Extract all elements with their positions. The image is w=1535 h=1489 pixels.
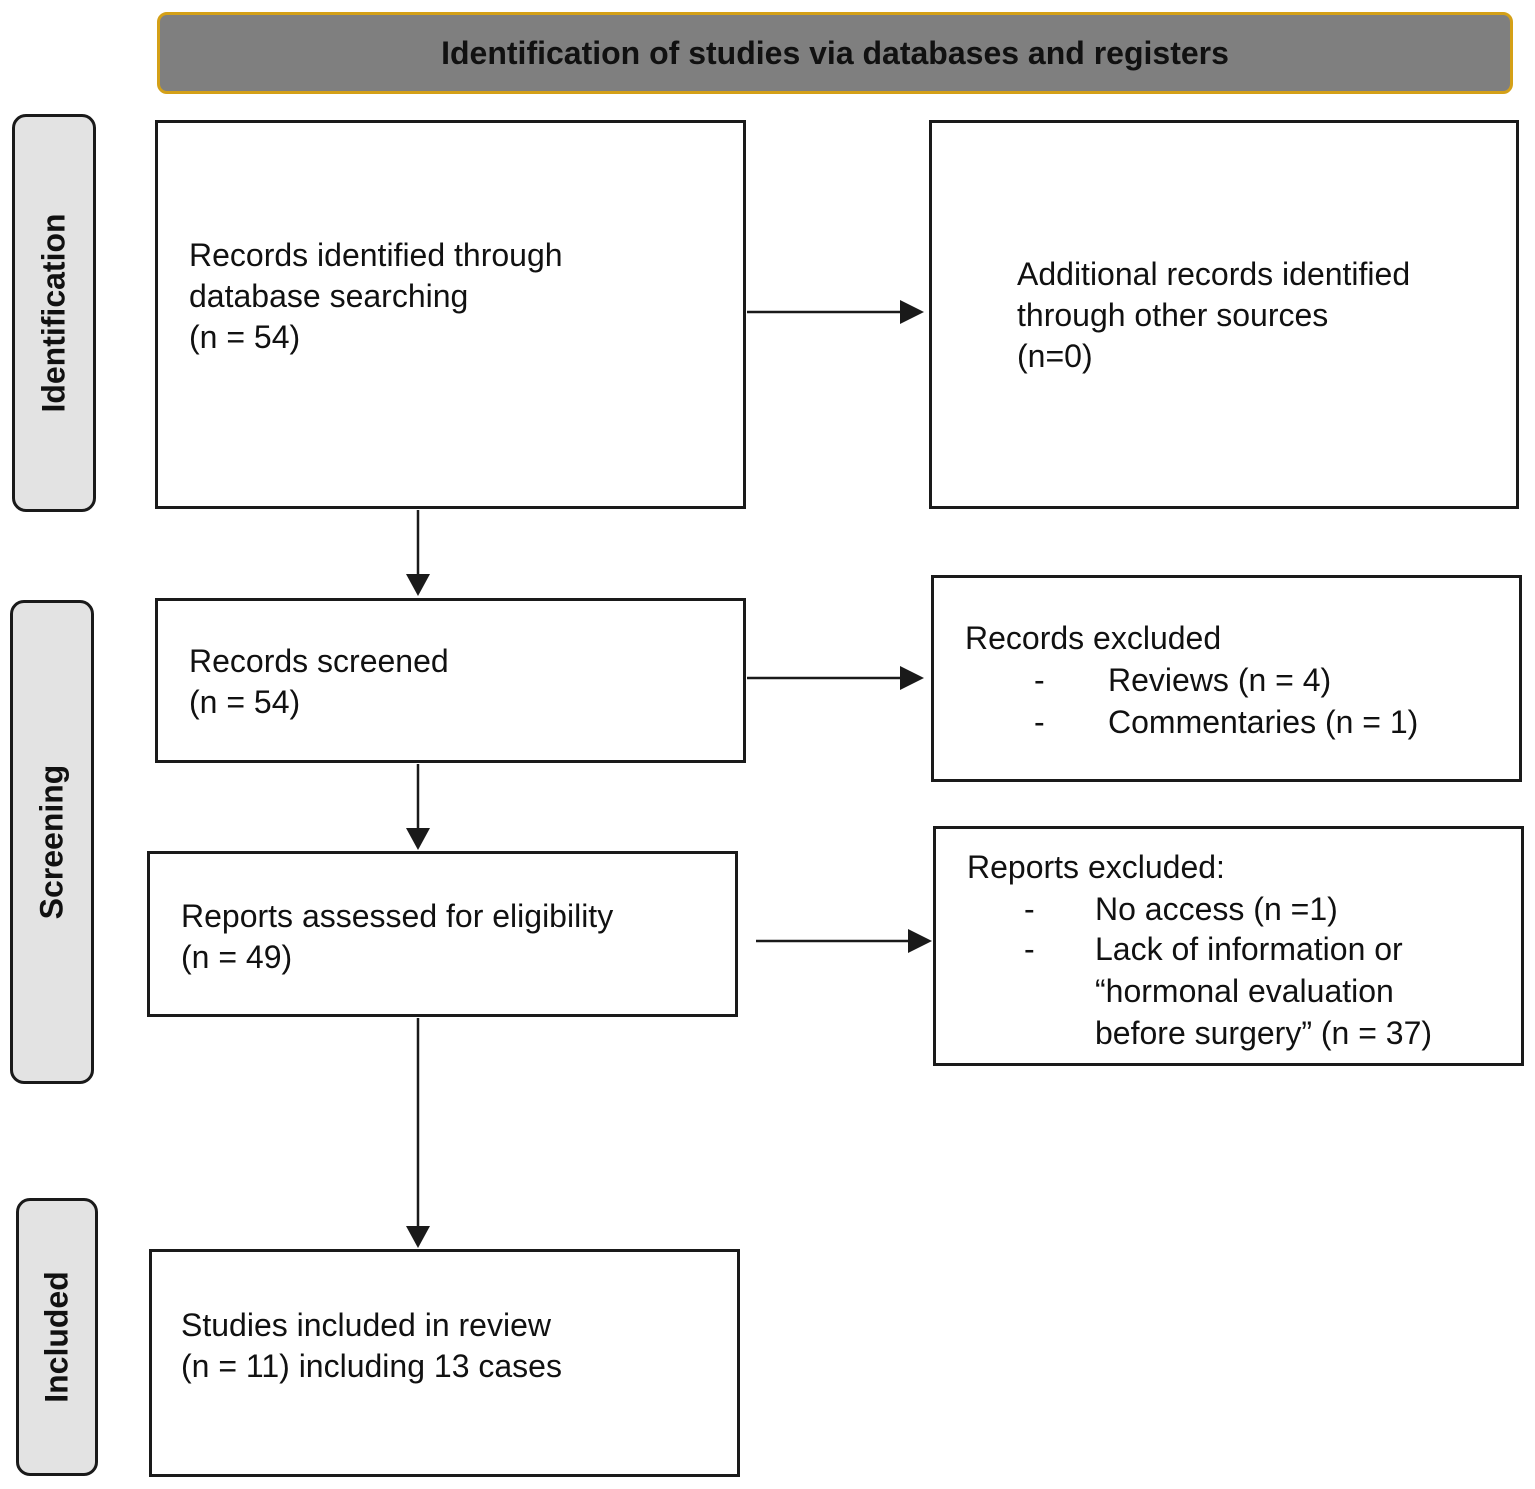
other-sources-line-2: through other sources bbox=[1017, 297, 1329, 333]
records-excluded-bullet-1: - bbox=[1034, 662, 1045, 698]
assessed-line-1: Reports assessed for eligibility bbox=[181, 898, 614, 934]
records-excluded-title: Records excluded bbox=[965, 620, 1222, 656]
reports-excluded-title: Reports excluded: bbox=[967, 849, 1225, 885]
records-excluded-bullet-2: - bbox=[1034, 704, 1045, 740]
reports-excluded-item-lack-line-3: before surgery” (n = 37) bbox=[1095, 1015, 1433, 1051]
box-records-excluded: Records excluded - Reviews (n = 4) - Com… bbox=[931, 575, 1522, 782]
reports-excluded-item-lack-line-1: Lack of information or bbox=[1095, 931, 1403, 967]
box-records-screened: Records screened (n = 54) bbox=[155, 598, 746, 763]
screened-line-1: Records screened bbox=[189, 643, 449, 679]
header-banner: Identification of studies via databases … bbox=[157, 12, 1513, 94]
db-records-line-2: database searching bbox=[189, 278, 469, 314]
records-excluded-item-reviews: Reviews (n = 4) bbox=[1108, 662, 1332, 698]
box-studies-included: Studies included in review (n = 11) incl… bbox=[149, 1249, 740, 1477]
db-records-count: (n = 54) bbox=[189, 319, 301, 355]
header-title: Identification of studies via databases … bbox=[441, 34, 1229, 71]
box-reports-excluded: Reports excluded: - No access (n =1) - L… bbox=[933, 826, 1524, 1066]
included-line-2: (n = 11) including 13 cases bbox=[181, 1348, 562, 1384]
phase-screening: Screening bbox=[10, 600, 94, 1084]
phase-identification: Identification bbox=[12, 114, 96, 512]
assessed-count: (n = 49) bbox=[181, 939, 293, 975]
reports-excluded-item-no-access: No access (n =1) bbox=[1095, 891, 1338, 927]
arrowhead-db-to-other bbox=[900, 300, 924, 324]
reports-excluded-bullet-1: - bbox=[1024, 891, 1035, 927]
reports-excluded-bullet-2: - bbox=[1024, 931, 1035, 967]
box-database-records: Records identified through database sear… bbox=[155, 120, 746, 509]
included-line-1: Studies included in review bbox=[181, 1307, 551, 1343]
arrowhead-assessed-to-included bbox=[406, 1226, 430, 1248]
box-reports-assessed: Reports assessed for eligibility (n = 49… bbox=[147, 851, 738, 1017]
other-sources-count: (n=0) bbox=[1017, 338, 1093, 374]
reports-excluded-item-lack-line-2: “hormonal evaluation bbox=[1095, 973, 1394, 1009]
arrowhead-screened-to-assessed bbox=[406, 828, 430, 850]
box-other-sources: Additional records identified through ot… bbox=[929, 120, 1519, 509]
db-records-line-1: Records identified through bbox=[189, 237, 563, 273]
records-excluded-item-commentaries: Commentaries (n = 1) bbox=[1108, 704, 1419, 740]
other-sources-line-1: Additional records identified bbox=[1017, 256, 1411, 292]
phase-included: Included bbox=[16, 1198, 98, 1476]
arrowhead-screened-to-excluded bbox=[900, 666, 924, 690]
arrowhead-db-to-screened bbox=[406, 574, 430, 596]
arrowhead-assessed-to-excluded bbox=[908, 929, 932, 953]
screened-count: (n = 54) bbox=[189, 684, 301, 720]
